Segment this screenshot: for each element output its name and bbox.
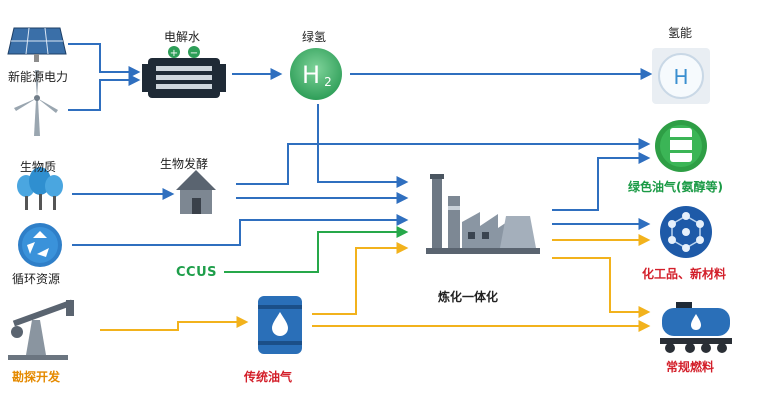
flow-fermentation-to-green-oil	[236, 138, 651, 185]
label-renewable-power: 新能源电力	[8, 70, 69, 84]
green-hydrogen-icon: H 2	[290, 48, 342, 100]
label-ccus: CCUS	[176, 265, 217, 280]
label-electrolysis: 电解水	[164, 30, 201, 44]
flow-refinery-to-green-oil	[552, 152, 651, 211]
label-bio-fermentation: 生物发酵	[160, 157, 209, 171]
flow-oil-to-refinery	[312, 242, 409, 315]
flow-recycle-to-refinery	[72, 214, 409, 246]
electrolyzer-icon: + −	[142, 46, 226, 98]
recycle-icon	[18, 223, 62, 267]
flow-solar-to-electrolysis	[68, 43, 141, 78]
pump-jack-icon	[8, 299, 74, 360]
solar-panel-icon	[7, 27, 67, 62]
yellow-flows	[100, 234, 651, 332]
h2-symbol: H	[302, 61, 320, 89]
label-exploration: 勘探开发	[12, 370, 61, 384]
flow-refinery-to-fuel	[552, 257, 651, 318]
label-hydrogen-energy: 氢能	[668, 26, 693, 40]
biomass-tree-icon	[17, 167, 63, 210]
h2-subscript: 2	[324, 75, 332, 89]
svg-text:+: +	[170, 48, 178, 59]
green-oil-drum-icon	[655, 120, 707, 172]
molecule-icon	[660, 206, 712, 258]
hydrogen-energy-icon: H	[652, 48, 710, 104]
oil-barrel-icon	[258, 296, 302, 354]
flow-exploration-to-traditional-oil	[100, 316, 249, 331]
flow-wind-to-electrolysis	[68, 74, 141, 111]
flow-ccus-to-refinery	[224, 226, 409, 273]
hydrogen-energy-letter: H	[673, 65, 688, 89]
label-green-oil-gas: 绿色油气(氨醇等)	[628, 180, 723, 194]
label-green-hydrogen: 绿氢	[302, 30, 327, 44]
flow-h2-to-refinery	[317, 104, 409, 188]
refinery-factory-icon	[426, 174, 540, 254]
label-traditional-oil-gas: 传统油气	[244, 370, 293, 384]
blue-flows	[68, 43, 653, 246]
label-conventional-fuel: 常规燃料	[666, 360, 715, 374]
green-flows	[224, 226, 409, 273]
label-chemicals-materials: 化工品、新材料	[642, 267, 727, 281]
svg-text:−: −	[190, 48, 198, 59]
fermentation-house-icon	[176, 170, 216, 214]
tanker-truck-icon	[660, 302, 732, 353]
label-refining-integration: 炼化一体化	[438, 290, 499, 304]
label-recycled-resources: 循环资源	[12, 272, 61, 286]
wind-turbine-icon	[14, 70, 58, 136]
label-biomass: 生物质	[20, 160, 57, 174]
